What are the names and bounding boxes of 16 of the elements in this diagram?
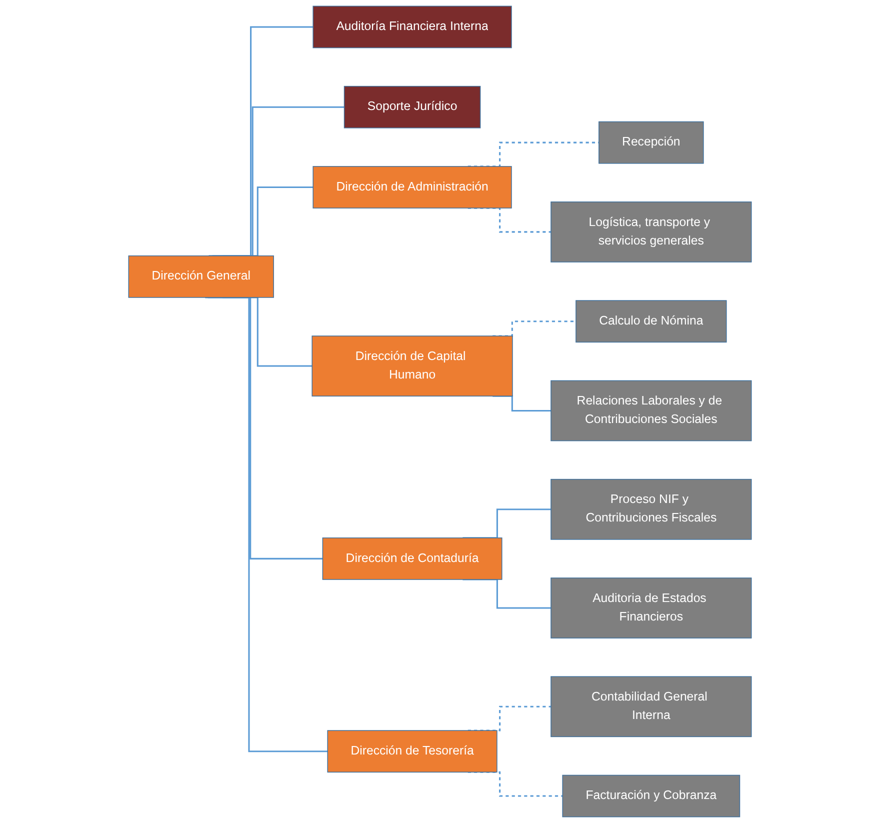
node-box: Facturación y Cobranza — [562, 774, 740, 818]
node-box: Dirección General — [128, 255, 274, 298]
node-box: Auditoria de Estados Financieros — [550, 578, 752, 638]
node-box: Dirección de Contaduría — [322, 538, 502, 580]
node-box: Calculo de Nómina — [576, 300, 727, 343]
node-box: Recepción — [598, 121, 704, 164]
connector — [462, 578, 551, 609]
node-box: Relaciones Laborales y de Contribuciones Sociales — [550, 380, 752, 442]
node-box: Dirección de Tesorería — [327, 730, 498, 773]
node-box: Auditoría Financiera Interna — [312, 6, 512, 48]
node-box: Dirección de Administración — [312, 166, 512, 208]
node-box: Logística, transporte y servicios generales — [550, 202, 752, 262]
node-box: Dirección de Capital Humano — [312, 336, 513, 396]
node-box: Soporte Jurídico — [344, 86, 481, 128]
node-box: Proceso NIF y Contribuciones Fiscales — [550, 478, 752, 540]
node-box: Contabilidad General Interna — [550, 676, 752, 738]
